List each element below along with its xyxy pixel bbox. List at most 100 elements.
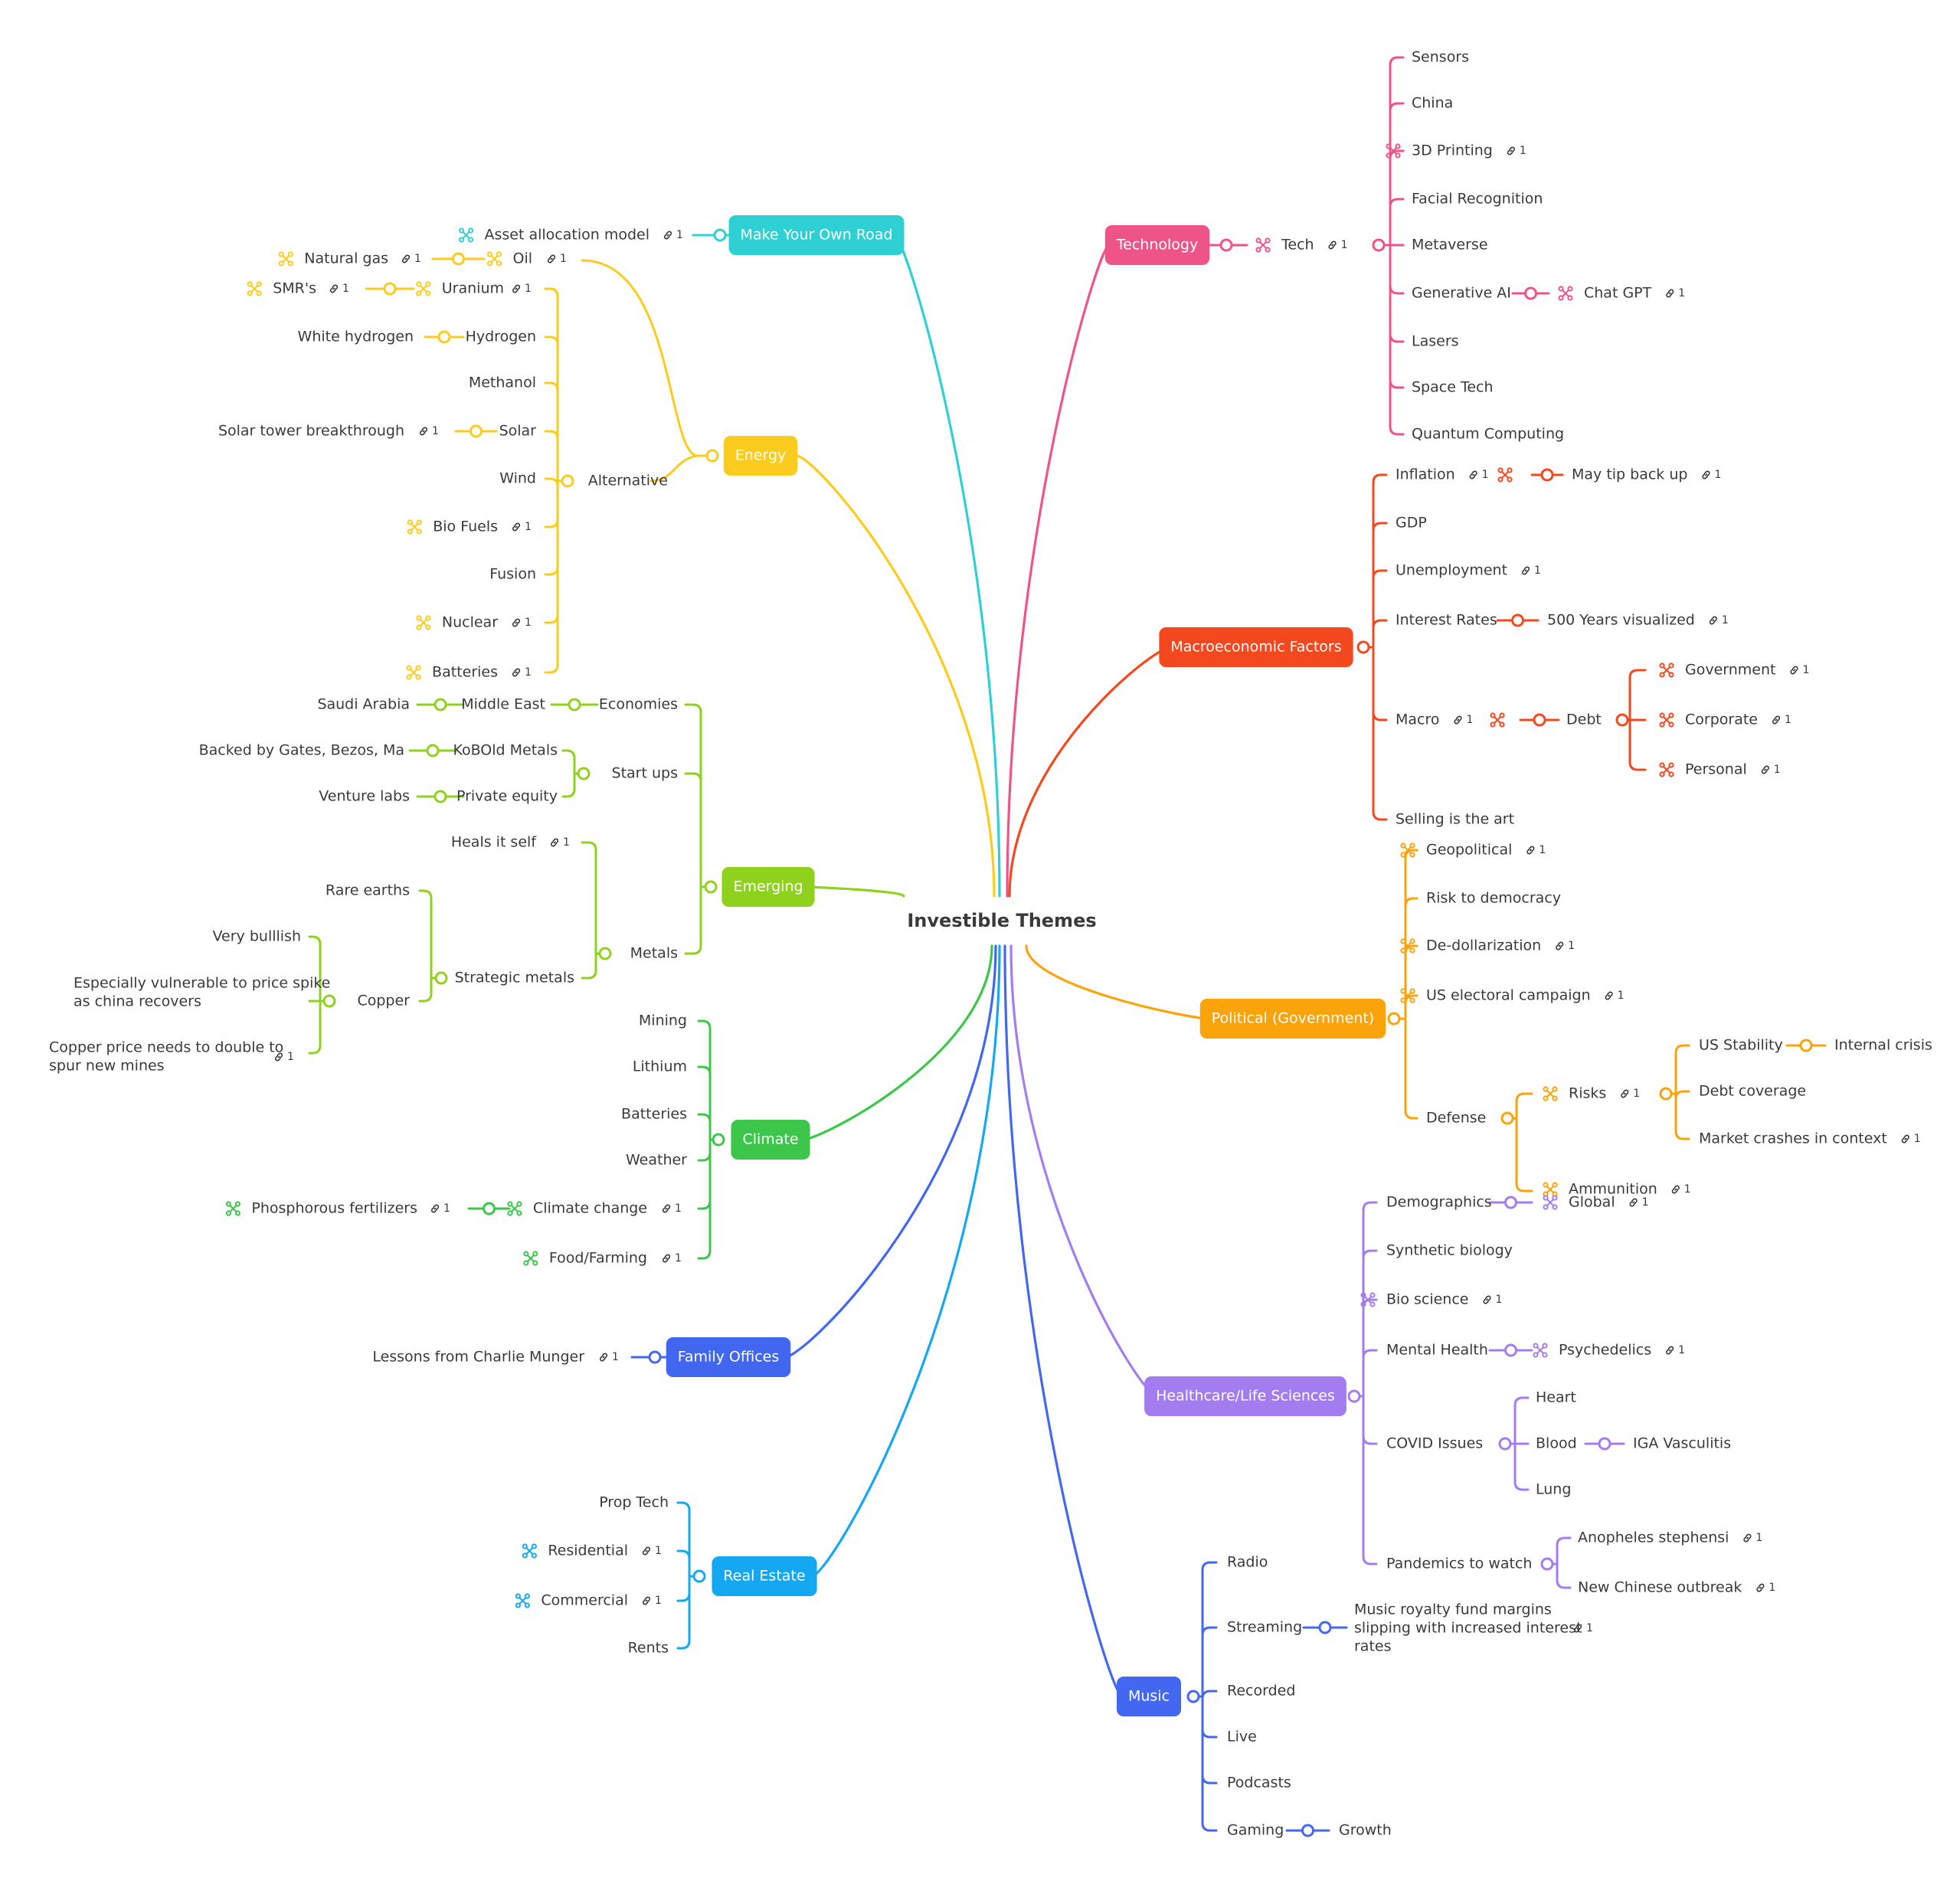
topic-emerging-start-ups[interactable]: Start ups	[612, 765, 678, 782]
branch-music[interactable]	[1116, 1677, 1182, 1716]
topic-energy-alternative[interactable]: Alternative	[588, 473, 668, 489]
link-icon[interactable]	[1790, 666, 1798, 675]
topic-healthcare-anopheles[interactable]: Anopheles stephensi	[1578, 1530, 1729, 1546]
linked-topic-icon[interactable]	[523, 1251, 538, 1266]
branch-energy[interactable]	[723, 436, 798, 476]
topic-macro-selling[interactable]: Selling is the art	[1396, 811, 1514, 828]
linked-topic-icon[interactable]	[1543, 1086, 1558, 1101]
topic-music-recorded[interactable]: Recorded	[1227, 1683, 1295, 1700]
linked-topic-icon[interactable]	[1255, 237, 1271, 253]
link-icon[interactable]	[1756, 1583, 1765, 1592]
linked-topic-icon[interactable]	[278, 251, 293, 267]
topic-technology-tech[interactable]: Tech	[1281, 237, 1314, 254]
linked-topic-icon[interactable]	[247, 281, 262, 296]
link-icon[interactable]	[550, 838, 559, 847]
topic-emerging-copper[interactable]: Copper	[357, 993, 410, 1009]
topic-political-debt-coverage[interactable]: Debt coverage	[1699, 1083, 1806, 1100]
topic-emerging-heals-it-self[interactable]: Heals it self	[451, 834, 537, 851]
topic-energy-white-hydrogen[interactable]: White hydrogen	[298, 329, 414, 345]
topic-healthcare-synthetic-biology[interactable]: Synthetic biology	[1386, 1242, 1513, 1259]
link-icon[interactable]	[329, 284, 339, 293]
topic-healthcare-blood[interactable]: Blood	[1536, 1435, 1577, 1452]
link-icon[interactable]	[1666, 289, 1674, 298]
topic-real-estate-commercial[interactable]: Commercial	[541, 1592, 628, 1609]
link-icon[interactable]	[599, 1353, 608, 1362]
topic-music-royalty-line1[interactable]: Music royalty fund margins	[1354, 1602, 1552, 1618]
topic-political-de-dollarization[interactable]: De-dollarization	[1426, 937, 1541, 954]
topic-healthcare-heart[interactable]: Heart	[1536, 1389, 1576, 1406]
linked-topic-icon[interactable]	[1497, 467, 1513, 483]
linked-topic-icon[interactable]	[1543, 1182, 1558, 1197]
topic-healthcare-chinese-outbreak[interactable]: New Chinese outbreak	[1578, 1579, 1742, 1596]
linked-topic-icon[interactable]	[1490, 712, 1505, 728]
linked-topic-icon[interactable]	[416, 615, 431, 630]
topic-music-radio[interactable]: Radio	[1227, 1554, 1268, 1571]
link-icon[interactable]	[1521, 566, 1530, 575]
branch-technology[interactable]	[1104, 225, 1210, 265]
linked-topic-icon[interactable]	[458, 227, 474, 243]
linked-topic-icon[interactable]	[486, 251, 502, 267]
topic-political-market-crashes[interactable]: Market crashes in context	[1699, 1130, 1887, 1147]
branch-political[interactable]	[1199, 999, 1386, 1039]
topic-political-geopolitical[interactable]: Geopolitical	[1426, 842, 1512, 859]
linked-topic-icon[interactable]	[407, 519, 422, 535]
topic-make-your-own-road-asset-allocation[interactable]: Asset allocation model	[485, 227, 650, 244]
topic-emerging-economies[interactable]: Economies	[599, 696, 678, 713]
linked-topic-icon[interactable]	[1659, 663, 1674, 678]
link-icon[interactable]	[1666, 1346, 1674, 1355]
topic-emerging-copper-price-line2[interactable]: spur new mines	[49, 1058, 165, 1075]
topic-energy-natural-gas[interactable]: Natural gas	[304, 250, 388, 267]
topic-energy-batteries[interactable]: Batteries	[432, 664, 498, 681]
link-icon[interactable]	[1328, 240, 1337, 250]
link-icon[interactable]	[1671, 1185, 1680, 1194]
topic-energy-nuclear[interactable]: Nuclear	[442, 614, 498, 631]
topic-healthcare-covid[interactable]: COVID Issues	[1386, 1435, 1483, 1452]
topic-healthcare-lung[interactable]: Lung	[1536, 1481, 1571, 1498]
topic-technology-chat-gpt[interactable]: Chat GPT	[1584, 285, 1652, 302]
link-icon[interactable]	[1454, 715, 1462, 725]
linked-topic-icon[interactable]	[416, 281, 431, 296]
link-icon[interactable]	[1621, 1089, 1629, 1098]
topic-energy-solar-tower[interactable]: Solar tower breakthrough	[218, 423, 404, 440]
topic-music-podcasts[interactable]: Podcasts	[1227, 1775, 1291, 1791]
link-icon[interactable]	[512, 668, 521, 677]
topic-energy-hydrogen[interactable]: Hydrogen	[466, 329, 536, 345]
topic-emerging-very-bullish[interactable]: Very bulllish	[213, 928, 301, 945]
topic-healthcare-psychedelics[interactable]: Psychedelics	[1559, 1342, 1651, 1359]
topic-healthcare-mental-health[interactable]: Mental Health	[1386, 1342, 1488, 1359]
topic-emerging-private-equity[interactable]: Private equity	[456, 788, 558, 805]
topic-healthcare-demographics[interactable]: Demographics	[1386, 1194, 1492, 1211]
topic-political-us-electoral[interactable]: US electoral campaign	[1426, 987, 1591, 1004]
topic-family-offices-munger[interactable]: Lessons from Charlie Munger	[372, 1349, 584, 1366]
topic-real-estate-rents[interactable]: Rents	[628, 1640, 669, 1657]
linked-topic-icon[interactable]	[515, 1593, 530, 1608]
topic-music-royalty-line3[interactable]: rates	[1354, 1638, 1392, 1655]
topic-music-gaming[interactable]: Gaming	[1227, 1822, 1284, 1839]
link-icon[interactable]	[1629, 1198, 1638, 1207]
topic-political-us-stability[interactable]: US Stability	[1699, 1037, 1783, 1054]
topic-emerging-copper-price-line1[interactable]: Copper price needs to double to	[49, 1039, 283, 1056]
topic-climate-weather[interactable]: Weather	[626, 1152, 687, 1169]
topic-energy-oil[interactable]: Oil	[512, 250, 532, 267]
topic-technology-printing[interactable]: 3D Printing	[1412, 142, 1493, 159]
topic-political-risk-democracy[interactable]: Risk to democracy	[1426, 890, 1561, 907]
topic-macro-may-tip[interactable]: May tip back up	[1572, 466, 1687, 483]
topic-macro-debt[interactable]: Debt	[1566, 712, 1602, 728]
topic-macro-corporate[interactable]: Corporate	[1685, 712, 1758, 728]
topic-macro-years-500[interactable]: 500 Years visualized	[1547, 612, 1695, 629]
topic-energy-solar[interactable]: Solar	[499, 423, 537, 440]
topic-macro-interest-rates[interactable]: Interest Rates	[1396, 612, 1497, 629]
link-icon[interactable]	[430, 1204, 440, 1213]
linked-topic-icon[interactable]	[1543, 1195, 1558, 1210]
branch-family-offices[interactable]	[666, 1337, 791, 1377]
link-icon[interactable]	[512, 284, 521, 293]
link-icon[interactable]	[1772, 715, 1781, 725]
topic-energy-wind[interactable]: Wind	[499, 470, 536, 487]
topic-political-risks[interactable]: Risks	[1569, 1085, 1606, 1102]
topic-macro-macro[interactable]: Macro	[1396, 712, 1440, 728]
link-icon[interactable]	[1743, 1533, 1752, 1543]
topic-energy-methanol[interactable]: Methanol	[469, 375, 536, 391]
topic-energy-uranium[interactable]: Uranium	[442, 280, 504, 297]
topic-technology-gen-ai[interactable]: Generative AI	[1412, 285, 1511, 302]
link-icon[interactable]	[662, 1254, 671, 1263]
